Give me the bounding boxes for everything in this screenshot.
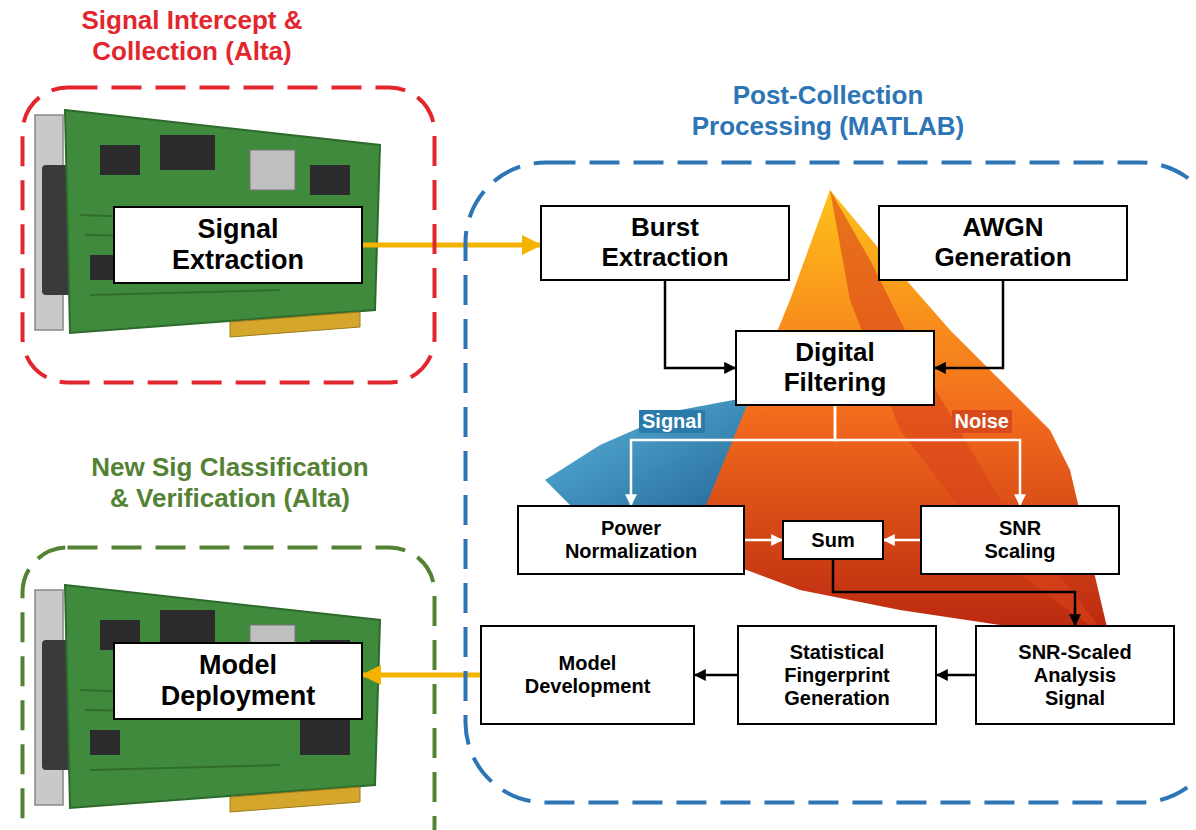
box-label: AWGN Generation [913,213,1093,273]
box-label: Statistical Fingerprint Generation [762,641,912,710]
process-box: Digital Filtering [735,330,935,406]
process-box: Signal Extraction [113,206,363,284]
box-label: SNR-Scaled Analysis Signal [1005,641,1145,710]
process-box: Burst Extraction [540,205,790,281]
pcb-card [35,585,380,812]
flow-arrow [665,281,735,368]
box-label: Sum [811,529,854,552]
region-title: Signal Intercept & Collection (Alta) [42,5,342,67]
region-title: New Sig Classification & Verification (A… [85,452,375,514]
flow-arrow [745,539,782,542]
flow-arrow [937,674,975,677]
process-box: Model Development [480,625,695,725]
box-label: Model Deployment [148,650,328,712]
edge-label: Noise [952,410,1012,433]
process-box: Power Normalization [517,505,745,575]
edge-label: Signal [639,410,705,433]
region-group: Post-Collection Processing (MATLAB) Burst… [463,80,1196,805]
region-title: Post-Collection Processing (MATLAB) [688,80,968,142]
process-box: Sum [782,520,884,560]
process-box: Model Deployment [113,642,363,720]
dashed-outline [466,163,1196,803]
flow-arrow [363,673,480,678]
region-group: Signal Intercept & Collection (Alta) Sign… [20,5,437,385]
flow-arrow [695,674,737,677]
box-label: Model Development [513,652,663,698]
pcb-card [35,110,380,337]
dashed-outline [23,548,435,830]
box-label: Power Normalization [546,517,716,563]
flow-arrow [935,281,1003,368]
flow-arrow [884,539,920,542]
box-label: Burst Extraction [575,213,755,273]
dashed-outline [23,88,435,383]
flow-arrow [835,406,1020,505]
process-box: SNR-Scaled Analysis Signal [975,625,1175,725]
flow-arrow [631,406,835,505]
box-label: Signal Extraction [148,214,328,276]
process-box: AWGN Generation [878,205,1128,281]
process-box: Statistical Fingerprint Generation [737,625,937,725]
region-group: New Sig Classification & Verification (A… [20,452,437,830]
box-label: Digital Filtering [760,338,910,398]
box-label: SNR Scaling [970,517,1070,563]
process-box: SNR Scaling [920,505,1120,575]
flow-arrow [363,243,540,248]
